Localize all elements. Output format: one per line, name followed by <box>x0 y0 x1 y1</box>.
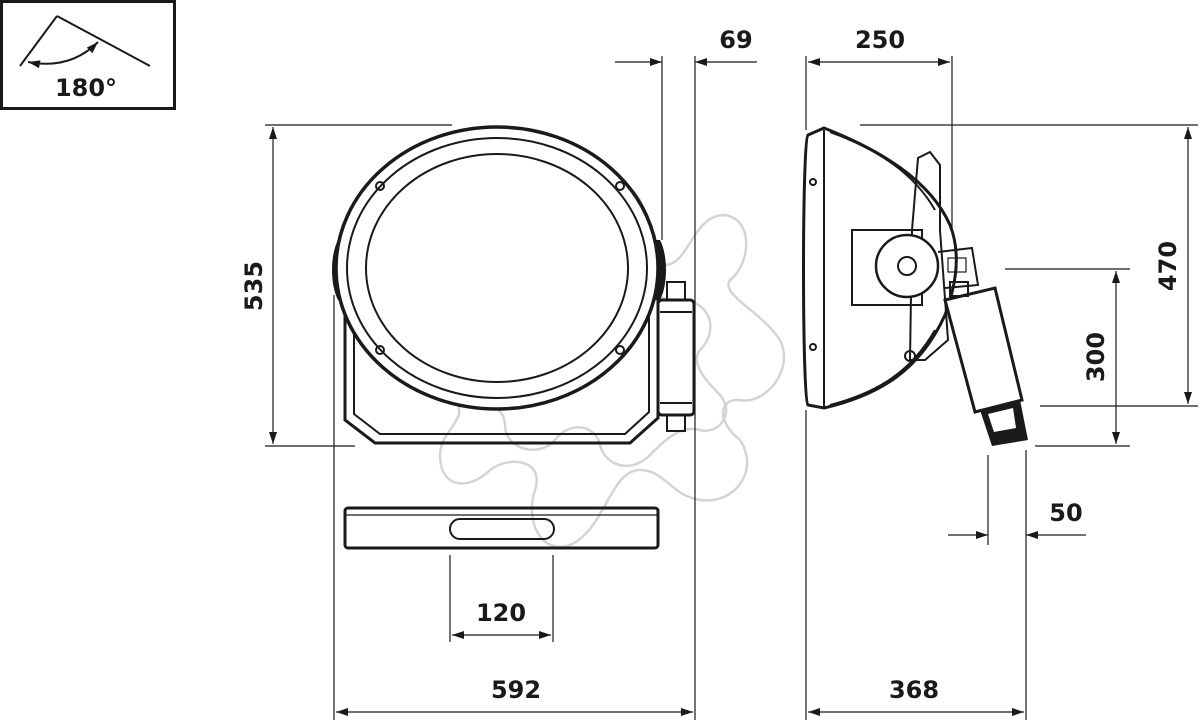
dim-250-label: 250 <box>855 26 905 54</box>
front-view <box>332 125 696 445</box>
dim-368-label: 368 <box>889 676 939 704</box>
dim-120-label: 120 <box>476 599 526 627</box>
extension-lines <box>265 56 1198 720</box>
dimension-lines <box>269 58 1192 716</box>
angle-label: 180° <box>55 74 117 102</box>
side-view <box>802 126 1028 446</box>
dim-535-label: 535 <box>240 261 268 311</box>
dim-470-label: 470 <box>1154 241 1182 291</box>
dimension-labels: 69 250 535 470 300 50 120 592 368 <box>240 26 1182 704</box>
dim-300-label: 300 <box>1082 332 1110 382</box>
dim-69-label: 69 <box>719 26 752 54</box>
dim-50-label: 50 <box>1049 499 1082 527</box>
dim-592-label: 592 <box>491 676 541 704</box>
tilt-angle-symbol: 180° <box>0 0 176 110</box>
bracket-bottom-view <box>343 506 660 550</box>
